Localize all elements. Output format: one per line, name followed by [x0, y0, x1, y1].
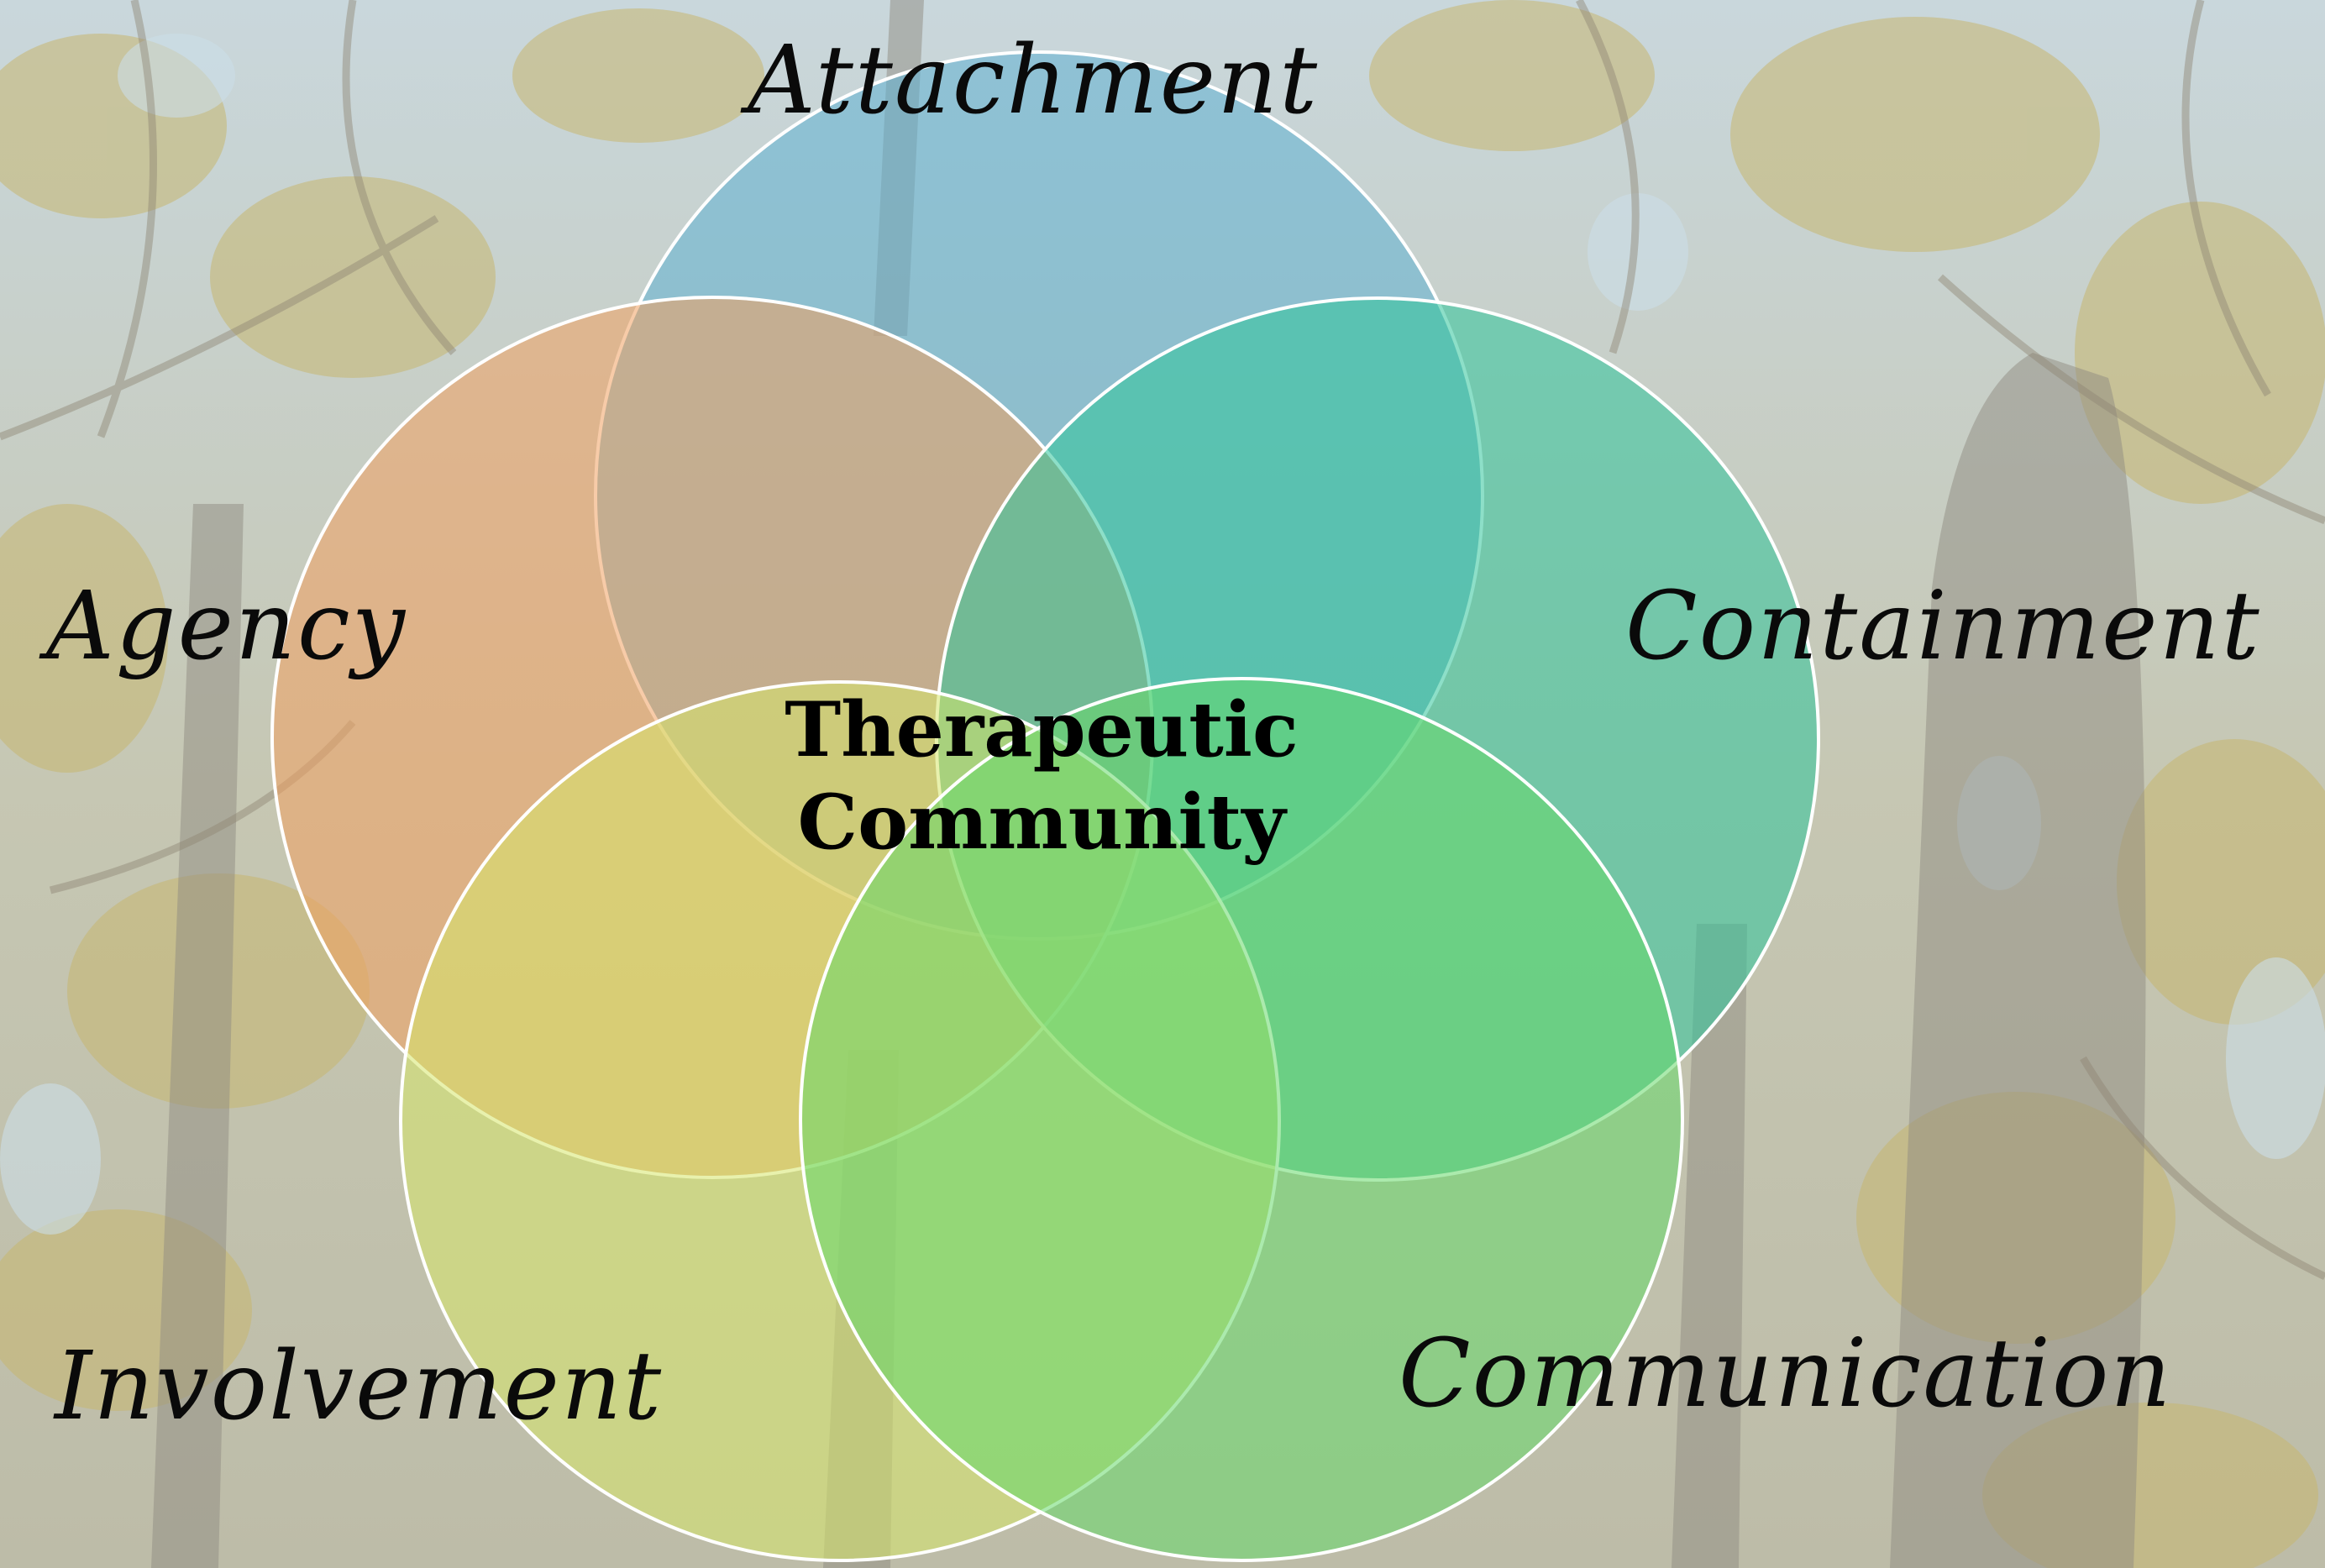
- center-title: Therapeutic Community: [714, 684, 1369, 869]
- label-communication: Communication: [1399, 1319, 2173, 1429]
- branches: [0, 0, 2325, 1281]
- label-involvement: Involvement: [55, 1332, 664, 1441]
- label-attachment: Attachment: [748, 26, 1320, 135]
- center-title-line-2: Community: [797, 777, 1286, 867]
- label-containment: Containment: [1625, 572, 2261, 681]
- circle-communication: [799, 677, 1684, 1562]
- label-agency: Agency: [46, 572, 407, 681]
- center-title-line-1: Therapeutic: [785, 685, 1299, 774]
